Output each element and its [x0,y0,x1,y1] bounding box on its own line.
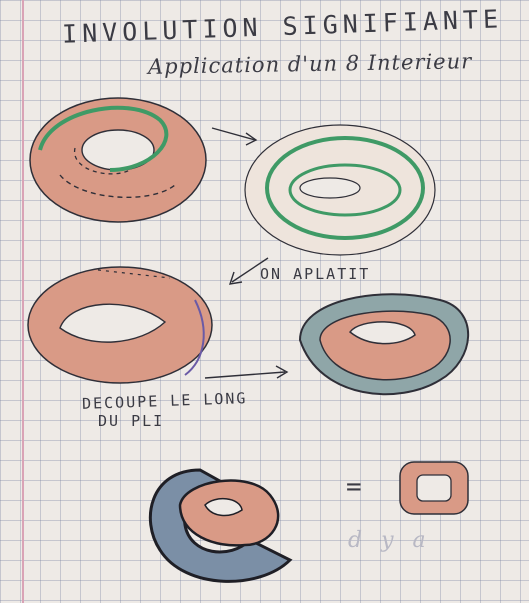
arrow-1 [211,127,258,146]
equals-sign: = [346,472,362,502]
flat-ring [399,461,469,515]
arrow-2 [228,257,269,285]
torus-flattened [27,266,213,384]
arrow-3 [204,365,289,379]
torus-with-green-loop [29,97,207,223]
torus-figure-eight [244,124,436,256]
label-cut-line2: DU PLI [98,412,165,430]
faint-pencil-text: d y a [348,528,432,553]
torus-flattened-colored [298,293,470,396]
margin-line [22,0,24,603]
torus-cut-open [148,468,293,583]
label-flatten: ON APLATIT [260,265,371,283]
